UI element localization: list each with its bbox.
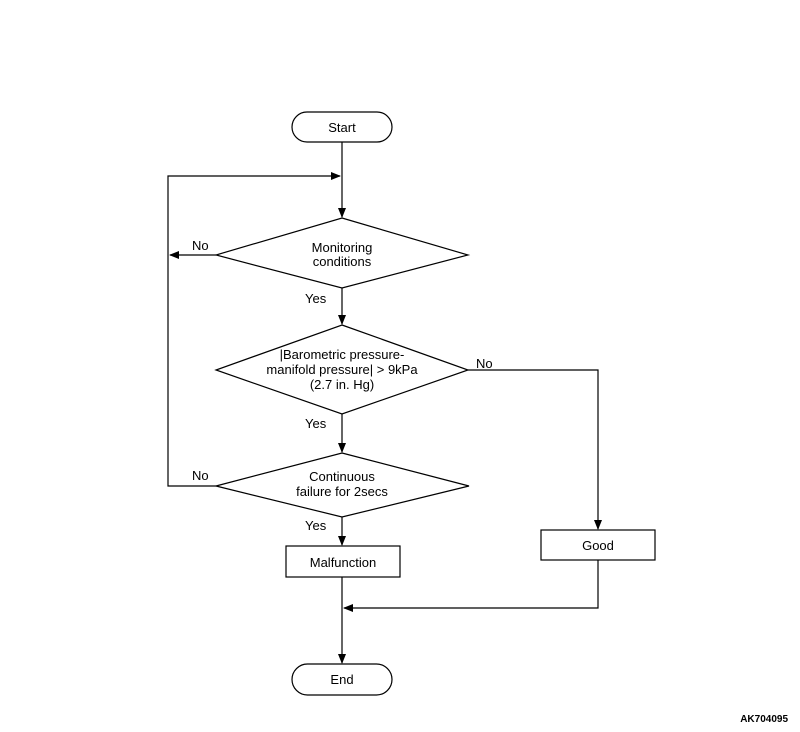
pressure-difference-line-3: (2.7 in. Hg)	[310, 377, 374, 392]
end-node-label: End	[330, 672, 353, 687]
pressure-difference-line-2: manifold pressure| > 9kPa	[266, 362, 418, 377]
continuous-failure-line-1: Continuous	[309, 469, 375, 484]
good-label: Good	[582, 538, 614, 553]
pressure-difference-decision: |Barometric pressure- manifold pressure|…	[214, 324, 470, 415]
edge-pressure-no	[468, 369, 602, 530]
start-node-label: Start	[328, 120, 356, 135]
good-box: Good	[540, 529, 656, 561]
figure-code: AK704095	[740, 714, 788, 725]
end-node: End	[291, 663, 393, 696]
monitoring-yes-label: Yes	[305, 291, 327, 306]
continuous-no-label: No	[192, 468, 209, 483]
malfunction-label: Malfunction	[310, 555, 376, 570]
monitoring-conditions-decision: Monitoring conditions	[213, 217, 471, 289]
pressure-no-label: No	[476, 356, 493, 371]
pressure-difference-line-1: |Barometric pressure-	[280, 347, 405, 362]
edge-good-to-merge	[343, 560, 599, 612]
continuous-yes-label: Yes	[305, 518, 327, 533]
monitoring-conditions-line-1: Monitoring	[312, 240, 373, 255]
start-node: Start	[291, 111, 393, 143]
monitoring-no-label: No	[192, 238, 209, 253]
edge-loop-return	[167, 172, 341, 487]
monitoring-conditions-line-2: conditions	[313, 254, 372, 269]
pressure-yes-label: Yes	[305, 416, 327, 431]
continuous-failure-line-2: failure for 2secs	[296, 484, 388, 499]
malfunction-box: Malfunction	[285, 545, 401, 578]
continuous-failure-decision: Continuous failure for 2secs	[215, 452, 470, 518]
